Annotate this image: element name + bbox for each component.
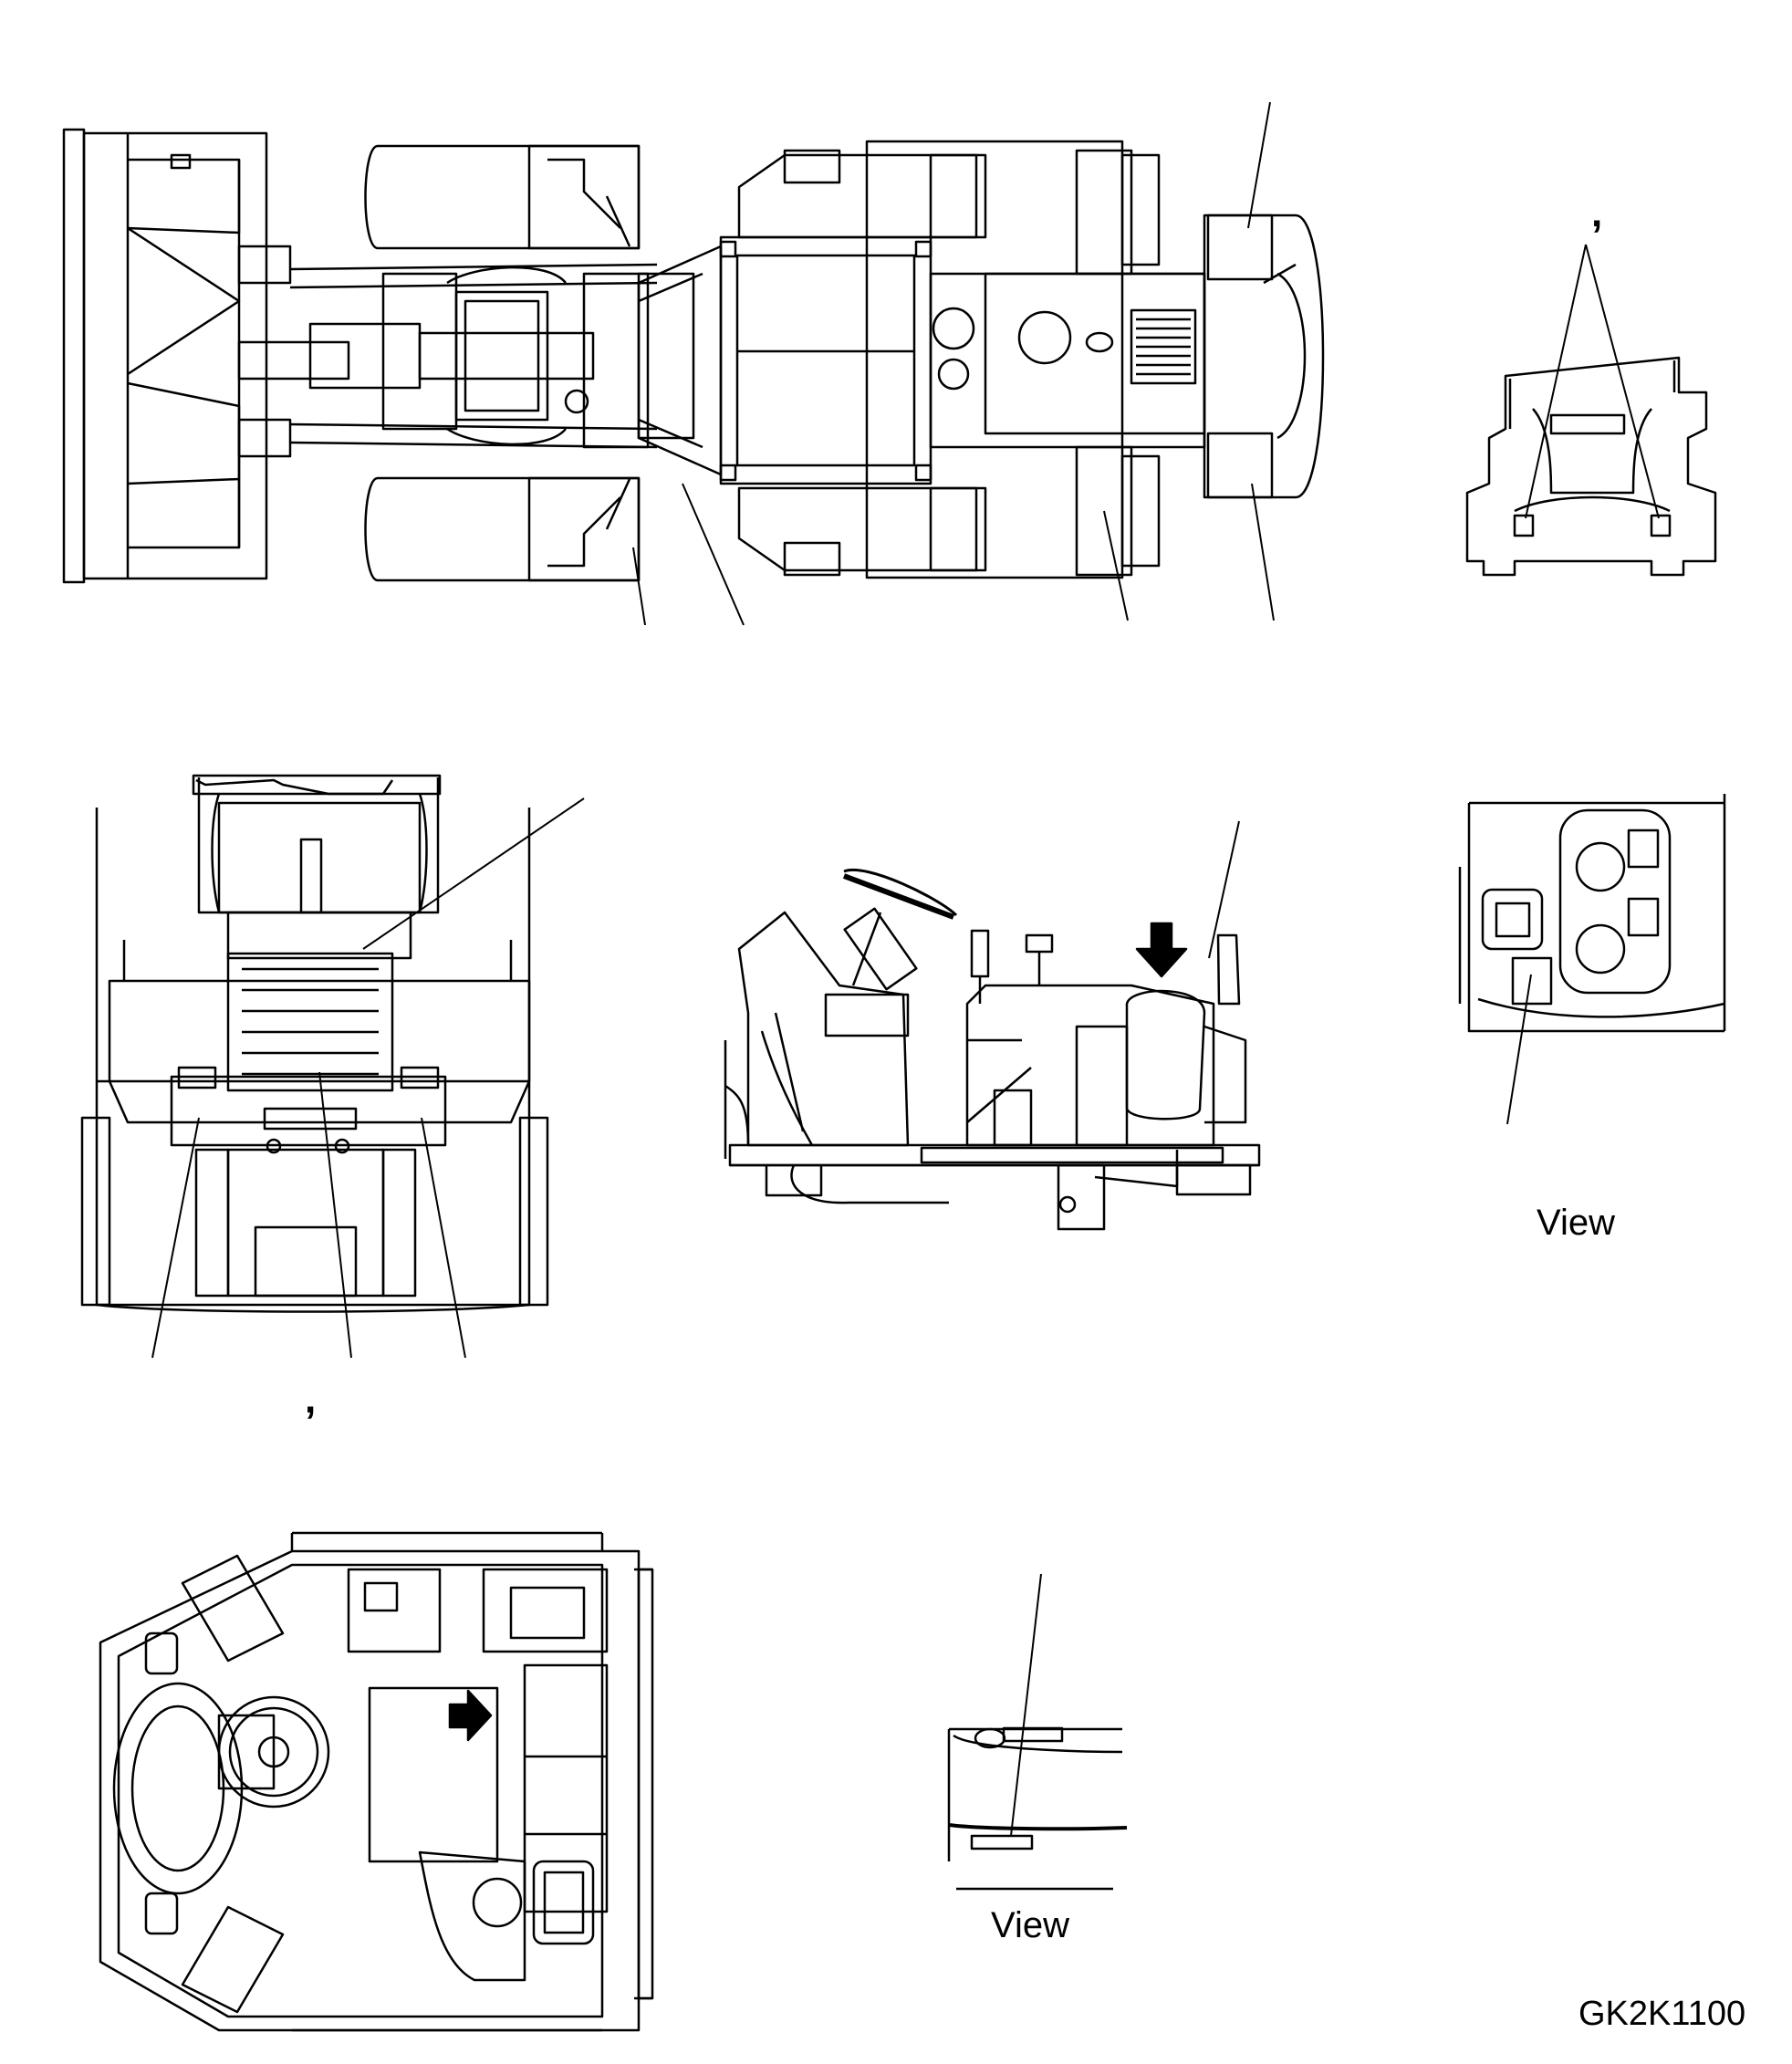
cab-side-view xyxy=(724,869,1261,1231)
rear-inset-leaders xyxy=(1525,244,1660,519)
walkway-decks xyxy=(737,149,987,577)
front-frame xyxy=(237,245,695,458)
tank-inset-leaders xyxy=(1010,1573,1042,1837)
front-tires xyxy=(364,144,641,582)
view-label-upper: View xyxy=(1537,1203,1615,1243)
drawing-code: GK2K1100 xyxy=(1578,1995,1746,2033)
top-view-leaders xyxy=(632,101,1275,626)
cab-floor-view xyxy=(99,1531,654,2032)
callout-tick-upper: , xyxy=(1591,191,1603,235)
top-view-machine xyxy=(62,128,1325,584)
tank-inset-view xyxy=(947,1726,1128,1891)
front-view-leaders xyxy=(151,797,585,1359)
counterweight xyxy=(1203,214,1325,499)
rear-body xyxy=(865,140,1206,579)
console-inset-view xyxy=(1458,794,1726,1033)
console-inset-leaders xyxy=(1506,974,1532,1125)
rear-inset-view xyxy=(1465,356,1717,577)
bucket xyxy=(62,128,268,584)
cab-side-leaders xyxy=(1208,820,1240,959)
view-label-lower: View xyxy=(991,1905,1069,1945)
front-view-machine xyxy=(80,774,549,1313)
callout-tick-lower: , xyxy=(305,1377,317,1422)
